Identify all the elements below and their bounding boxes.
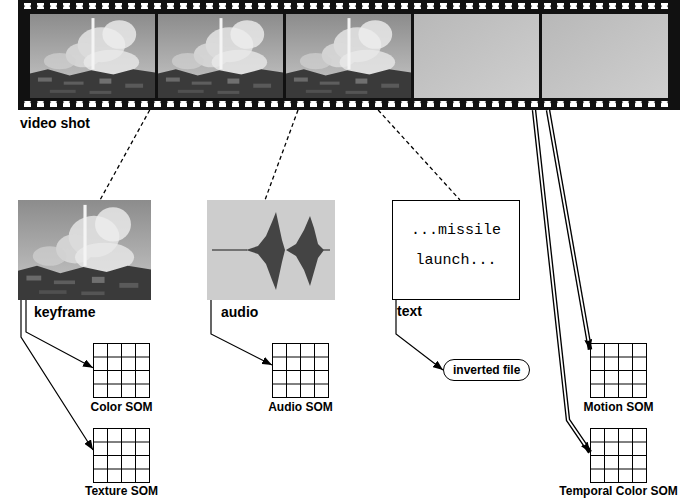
som-grid	[591, 429, 647, 483]
som-grid: Audio SOM	[272, 343, 329, 398]
som-grid: Motion SOM	[590, 343, 647, 398]
node-label: Motion SOM	[584, 401, 654, 414]
connector-inner	[534, 110, 585, 445]
connector-line	[100, 110, 150, 200]
som-grid	[273, 344, 329, 398]
som-grid: Temporal Color SOM	[590, 428, 647, 483]
node-label: Texture SOM	[85, 485, 158, 498]
arrow-connector	[211, 300, 272, 365]
node-label: Temporal Color SOM	[559, 485, 677, 498]
waveform-burst	[246, 212, 285, 290]
sprocket-holes	[24, 3, 674, 9]
dashed-link	[378, 110, 460, 200]
connector-line	[396, 300, 443, 370]
sprocket-holes	[24, 101, 674, 107]
box-text: ...missile launch...	[403, 216, 509, 276]
waveform-line	[323, 249, 330, 251]
film-strip: video shot	[18, 0, 680, 110]
film-frame	[414, 14, 539, 98]
som-grid	[94, 429, 150, 483]
index-box: inverted file	[443, 359, 530, 381]
arrow-connector	[21, 300, 93, 450]
audio-waveform: audio	[207, 200, 335, 300]
som-grid	[94, 344, 150, 398]
keyframe-image: keyframe	[18, 200, 151, 300]
arrow-connector	[534, 110, 590, 452]
keyframe-picture	[18, 200, 151, 300]
audio-picture	[207, 200, 335, 300]
connector-line	[265, 110, 298, 200]
audio-ground	[207, 200, 335, 300]
waveform-line	[212, 249, 247, 251]
arrow-connector	[396, 300, 443, 370]
film-frame	[286, 14, 411, 98]
node-label: text	[397, 304, 422, 319]
connectors	[21, 110, 590, 452]
som-grid: Color SOM	[93, 343, 150, 398]
text-box: ...missile launch...text	[392, 200, 520, 300]
connector-line	[21, 300, 93, 450]
film-base	[18, 0, 680, 110]
film-frame	[30, 14, 155, 98]
dashed-link	[100, 110, 150, 200]
node-label: keyframe	[34, 305, 96, 320]
som-grid: Texture SOM	[93, 428, 150, 483]
connector-line	[378, 110, 460, 200]
som-grid	[591, 344, 647, 398]
connector-line	[534, 110, 590, 452]
connector-line	[211, 300, 272, 365]
node-label: audio	[221, 305, 258, 320]
node-label: Color SOM	[91, 401, 153, 414]
node-label: Audio SOM	[268, 401, 333, 414]
film-frame	[542, 14, 668, 98]
node-label: video shot	[20, 116, 90, 131]
waveform-burst	[286, 216, 324, 286]
dashed-link	[265, 110, 298, 200]
film-frame	[158, 14, 283, 98]
film-strip	[18, 0, 680, 110]
box-text: inverted file	[453, 363, 520, 377]
